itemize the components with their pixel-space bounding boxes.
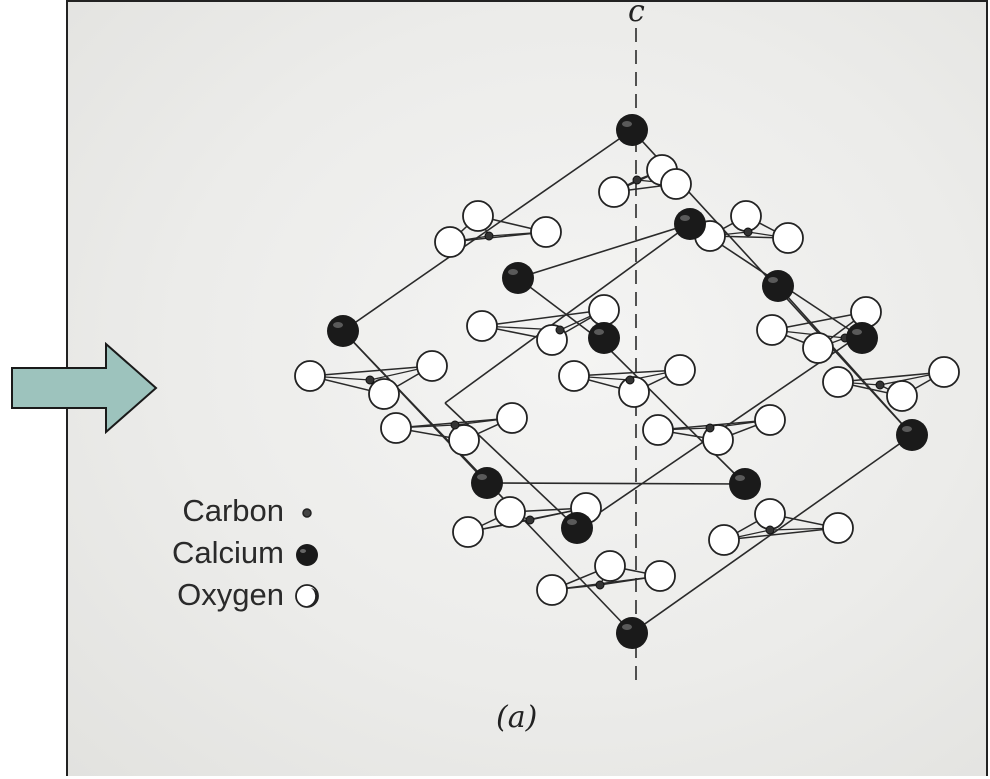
- oxygen-atom: [702, 424, 734, 456]
- oxygen-atom: [730, 200, 762, 232]
- carbon-atom: [705, 423, 715, 433]
- calcium-atom: [561, 512, 593, 544]
- oxygen-atom: [536, 574, 568, 606]
- carbonate-triangle: [769, 311, 867, 349]
- legend-item-carbon: Carbon: [120, 490, 320, 532]
- carbon-atom: [555, 325, 565, 335]
- oxygen-atom: [822, 366, 854, 398]
- oxygen-atom: [756, 314, 788, 346]
- oxygen-atom: [416, 350, 448, 382]
- carbon-atom: [625, 375, 635, 385]
- oxygen-atom: [664, 354, 696, 386]
- calcium-atom: [896, 419, 928, 451]
- carbon-atom: [484, 231, 494, 241]
- oxygen-atom: [754, 404, 786, 436]
- oxygen-atom: [660, 168, 692, 200]
- oxygen-atom: [928, 356, 960, 388]
- oxygen-atom: [644, 560, 676, 592]
- carbonate-triangle: [551, 565, 661, 591]
- oxygen-symbol-icon: [295, 584, 319, 608]
- oxygen-atom: [294, 360, 326, 392]
- carbon-atom: [525, 515, 535, 525]
- calcium-atom: [729, 468, 761, 500]
- legend: Carbon Calcium Oxygen: [120, 490, 320, 616]
- legend-label-calcium: Calcium: [172, 535, 284, 570]
- calcium-atom: [674, 208, 706, 240]
- carbon-atom: [632, 175, 642, 185]
- calcium-atom: [327, 315, 359, 347]
- panel-label: (a): [496, 700, 538, 735]
- carbon-symbol-icon: [302, 508, 312, 518]
- carbon-atom: [365, 375, 375, 385]
- oxygen-atom: [368, 378, 400, 410]
- carbon-atom: [875, 380, 885, 390]
- calcium-atom: [846, 322, 878, 354]
- carbonate-triangle: [447, 215, 547, 243]
- carbon-atom: [765, 525, 775, 535]
- oxygen-atom: [496, 402, 528, 434]
- oxygen-atom: [618, 376, 650, 408]
- carbonate-triangle: [707, 215, 789, 239]
- carbonate-triangle: [309, 365, 433, 395]
- oxygen-atom: [708, 524, 740, 556]
- oxygen-atom: [822, 512, 854, 544]
- oxygen-atom: [462, 200, 494, 232]
- oxygen-atom: [642, 414, 674, 446]
- oxygen-atom: [886, 380, 918, 412]
- oxygen-atom: [380, 412, 412, 444]
- oxygen-atom: [772, 222, 804, 254]
- carbon-atom: [595, 580, 605, 590]
- oxygen-atom: [448, 424, 480, 456]
- oxygen-atom: [530, 216, 562, 248]
- oxygen-atom: [598, 176, 630, 208]
- oxygen-atom: [594, 550, 626, 582]
- carbon-atom: [450, 420, 460, 430]
- carbonate-triangle: [481, 309, 605, 341]
- oxygen-atom: [558, 360, 590, 392]
- oxygen-atom: [466, 310, 498, 342]
- carbonate-triangle: [837, 371, 945, 397]
- oxygen-atom: [452, 516, 484, 548]
- calcium-symbol-icon: [296, 544, 318, 566]
- calcium-atom: [616, 617, 648, 649]
- oxygen-atom: [588, 294, 620, 326]
- oxygen-atom: [434, 226, 466, 258]
- pointer-arrow-icon: [11, 342, 158, 434]
- oxygen-atom: [754, 498, 786, 530]
- legend-label-oxygen: Oxygen: [177, 577, 284, 612]
- calcium-atom: [502, 262, 534, 294]
- carbonate-triangle: [723, 513, 839, 541]
- calcium-atom: [616, 114, 648, 146]
- oxygen-atom: [494, 496, 526, 528]
- oxygen-atom: [850, 296, 882, 328]
- c-axis-label: c: [628, 0, 645, 29]
- carbon-atom: [743, 227, 753, 237]
- calcium-atom: [588, 322, 620, 354]
- legend-item-oxygen: Oxygen: [120, 574, 320, 616]
- legend-item-calcium: Calcium: [120, 532, 320, 574]
- calcium-atom: [762, 270, 794, 302]
- calcium-atom: [471, 467, 503, 499]
- carbonate-triangle: [573, 369, 681, 393]
- legend-label-carbon: Carbon: [182, 493, 284, 528]
- oxygen-atom: [802, 332, 834, 364]
